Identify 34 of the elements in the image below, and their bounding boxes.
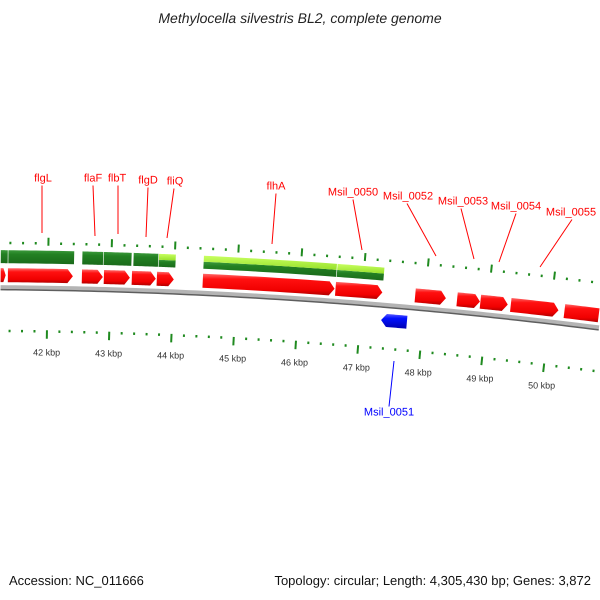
footer-text: Topology: circular; Length: 4,305,430 bp; Genes: 3,872 xyxy=(274,573,591,589)
gene-label: flgL xyxy=(34,172,52,186)
gene-label: flbT xyxy=(108,172,126,186)
scale-label: 43 kbp xyxy=(95,348,122,360)
gene-label: flgD xyxy=(138,174,158,188)
leader-line xyxy=(460,208,474,260)
gene-label: flaF xyxy=(84,172,102,186)
gene-label: Msil_0052 xyxy=(382,190,434,204)
title: Methylocella silvestris BL2, complete genome xyxy=(158,10,442,26)
leader-line xyxy=(498,213,516,262)
leader-line xyxy=(92,185,96,236)
scale-label: 48 kbp xyxy=(404,368,432,378)
scale-label: 44 kbp xyxy=(157,350,184,362)
scale-label: 50 kbp xyxy=(528,380,556,392)
leader-line xyxy=(272,193,276,244)
scale-label: 49 kbp xyxy=(466,374,494,384)
scale-label: 46 kbp xyxy=(280,358,308,369)
gene-label: Msil_0051 xyxy=(364,406,414,420)
leader-line xyxy=(540,219,572,268)
gene-label: flhA xyxy=(266,180,286,194)
leader-line xyxy=(352,199,362,250)
scale-label: 42 kbp xyxy=(33,347,60,358)
scale-label: 47 kbp xyxy=(342,362,370,374)
gene-label: Msil_0050 xyxy=(328,186,378,200)
leader-line xyxy=(166,188,174,238)
leader-line xyxy=(146,187,148,238)
gene-label: Msil_0053 xyxy=(438,196,488,208)
gene-label: Msil_0054 xyxy=(490,200,542,214)
gene-label: fliQ xyxy=(166,176,184,188)
gene-label: Msil_0055 xyxy=(546,206,596,220)
leader-line xyxy=(388,360,394,407)
footer-text: Accession: NC_011666 xyxy=(9,573,144,589)
leader-line xyxy=(406,203,436,256)
scale-label: 45 kbp xyxy=(219,354,246,365)
